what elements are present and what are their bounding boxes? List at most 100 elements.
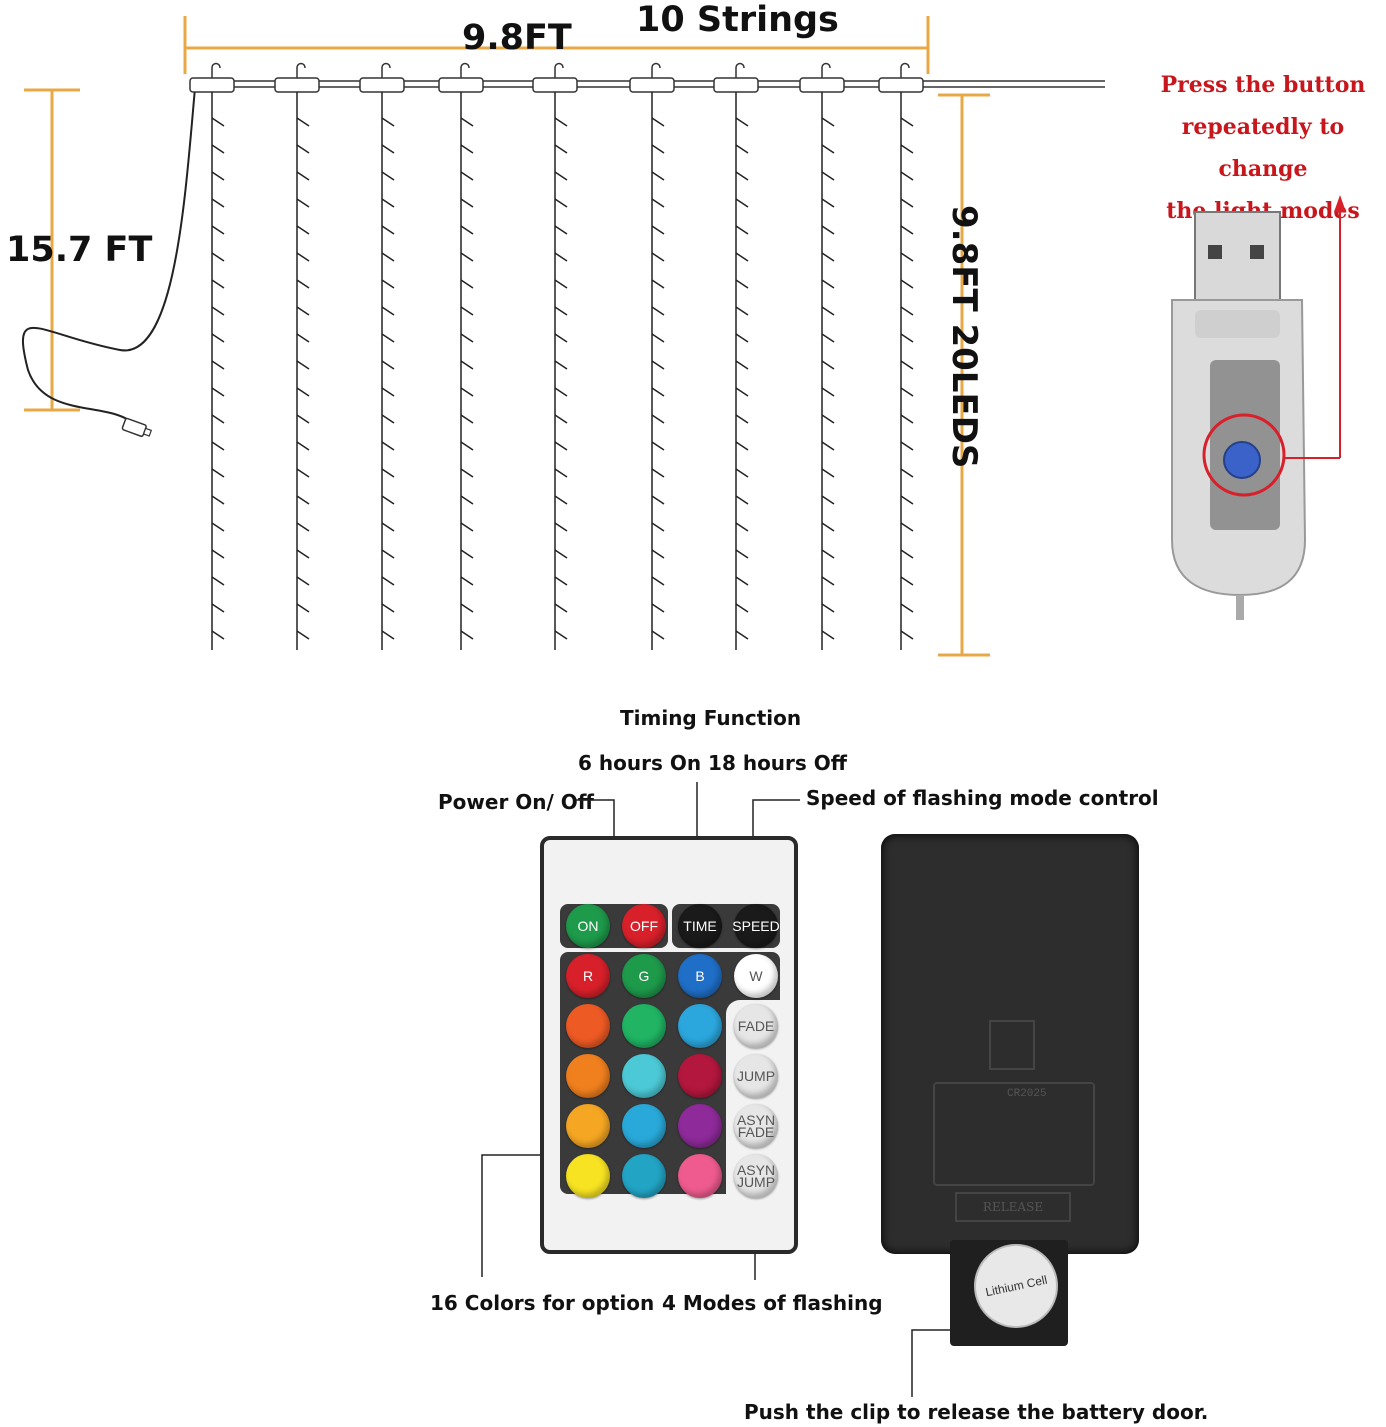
color-button-b[interactable]: B bbox=[678, 954, 722, 998]
led-bulb bbox=[821, 171, 835, 181]
mode-button-asyn-fade[interactable]: ASYN FADE bbox=[734, 1104, 778, 1148]
cable-dimension-line bbox=[24, 88, 80, 412]
color-button[interactable] bbox=[566, 1104, 610, 1148]
led-bulb bbox=[211, 576, 225, 586]
speed-button[interactable]: SPEED bbox=[732, 904, 780, 948]
led-bulb bbox=[651, 441, 665, 451]
led-bulb bbox=[651, 252, 665, 262]
led-bulb bbox=[211, 225, 225, 235]
battery-tray[interactable]: Lithium Cell bbox=[950, 1240, 1068, 1346]
led-bulb bbox=[381, 144, 395, 154]
on-button[interactable]: ON bbox=[566, 904, 610, 948]
mode-button-jump[interactable]: JUMP bbox=[734, 1054, 778, 1098]
led-bulb bbox=[554, 576, 568, 586]
power-label: Power On/ Off bbox=[438, 790, 594, 814]
led-bulb bbox=[900, 522, 914, 532]
led-bulb bbox=[460, 252, 474, 262]
color-button[interactable] bbox=[566, 1054, 610, 1098]
led-bulb bbox=[821, 306, 835, 316]
led-bulb bbox=[900, 441, 914, 451]
led-bulb bbox=[554, 387, 568, 397]
led-bulb bbox=[900, 387, 914, 397]
usb-note-line-2: repeatedly to change bbox=[1181, 114, 1345, 182]
height-label: 9.8FT 20LEDS bbox=[944, 205, 984, 469]
led-bulb bbox=[900, 360, 914, 370]
hook-icon bbox=[460, 62, 470, 78]
led-bulb bbox=[211, 468, 225, 478]
hook-icon bbox=[296, 62, 306, 78]
led-bulb bbox=[900, 576, 914, 586]
light-strings bbox=[189, 62, 924, 650]
led-bulb bbox=[821, 576, 835, 586]
remote-back: CR2025 RELEASE bbox=[881, 834, 1139, 1254]
color-button-w[interactable]: W bbox=[734, 954, 778, 998]
led-bulb bbox=[296, 387, 310, 397]
hook-icon bbox=[211, 62, 221, 78]
off-button[interactable]: OFF bbox=[622, 904, 666, 948]
led-bulb bbox=[381, 441, 395, 451]
led-bulb bbox=[900, 198, 914, 208]
led-bulb bbox=[554, 306, 568, 316]
led-bulb bbox=[735, 468, 749, 478]
led-bulb bbox=[460, 576, 474, 586]
color-button[interactable] bbox=[678, 1004, 722, 1048]
usb-plug-small bbox=[121, 417, 153, 437]
cell-label: Lithium Cell bbox=[983, 1272, 1049, 1300]
led-bulb bbox=[554, 468, 568, 478]
coin-cell-battery: Lithium Cell bbox=[974, 1244, 1058, 1328]
color-button-g[interactable]: G bbox=[622, 954, 666, 998]
led-bulb bbox=[460, 441, 474, 451]
color-button[interactable] bbox=[566, 1004, 610, 1048]
led-bulb bbox=[735, 360, 749, 370]
led-bulb bbox=[900, 495, 914, 505]
led-bulb bbox=[821, 225, 835, 235]
led-bulb bbox=[381, 279, 395, 289]
led-bulb bbox=[460, 306, 474, 316]
color-button[interactable] bbox=[622, 1054, 666, 1098]
led-bulb bbox=[296, 144, 310, 154]
led-bulb bbox=[821, 414, 835, 424]
color-button[interactable] bbox=[622, 1154, 666, 1198]
color-button-r[interactable]: R bbox=[566, 954, 610, 998]
led-bulb bbox=[211, 414, 225, 424]
led-bulb bbox=[900, 549, 914, 559]
modes-label: 4 Modes of flashing bbox=[662, 1291, 883, 1315]
color-button[interactable] bbox=[678, 1054, 722, 1098]
mode-button-fade[interactable]: FADE bbox=[734, 1004, 778, 1048]
led-bulb bbox=[735, 441, 749, 451]
led-bulb bbox=[460, 387, 474, 397]
hook-icon bbox=[651, 62, 661, 78]
led-bulb bbox=[821, 360, 835, 370]
color-button[interactable] bbox=[678, 1154, 722, 1198]
led-bulb bbox=[211, 549, 225, 559]
mode-button-asyn-jump[interactable]: ASYN JUMP bbox=[734, 1154, 778, 1198]
led-bulb bbox=[651, 495, 665, 505]
led-bulb bbox=[381, 387, 395, 397]
led-bulb bbox=[381, 414, 395, 424]
led-bulb bbox=[554, 279, 568, 289]
led-bulb bbox=[296, 171, 310, 181]
release-label: RELEASE bbox=[955, 1192, 1071, 1222]
color-button[interactable] bbox=[622, 1104, 666, 1148]
time-button[interactable]: TIME bbox=[678, 904, 722, 948]
led-bulb bbox=[381, 198, 395, 208]
arrow-icon bbox=[1284, 205, 1341, 459]
led-bulb bbox=[651, 468, 665, 478]
curtain-diagram bbox=[21, 16, 1105, 657]
led-bulb bbox=[554, 522, 568, 532]
led-bulb bbox=[735, 171, 749, 181]
color-button[interactable] bbox=[566, 1154, 610, 1198]
led-bulb bbox=[554, 144, 568, 154]
led-bulb bbox=[460, 333, 474, 343]
led-bulb bbox=[381, 171, 395, 181]
led-bulb bbox=[735, 387, 749, 397]
led-bulb bbox=[211, 495, 225, 505]
led-bulb bbox=[381, 360, 395, 370]
led-bulb bbox=[900, 468, 914, 478]
led-bulb bbox=[296, 468, 310, 478]
color-button[interactable] bbox=[622, 1004, 666, 1048]
led-bulb bbox=[381, 252, 395, 262]
led-bulb bbox=[211, 306, 225, 316]
color-button[interactable] bbox=[678, 1104, 722, 1148]
